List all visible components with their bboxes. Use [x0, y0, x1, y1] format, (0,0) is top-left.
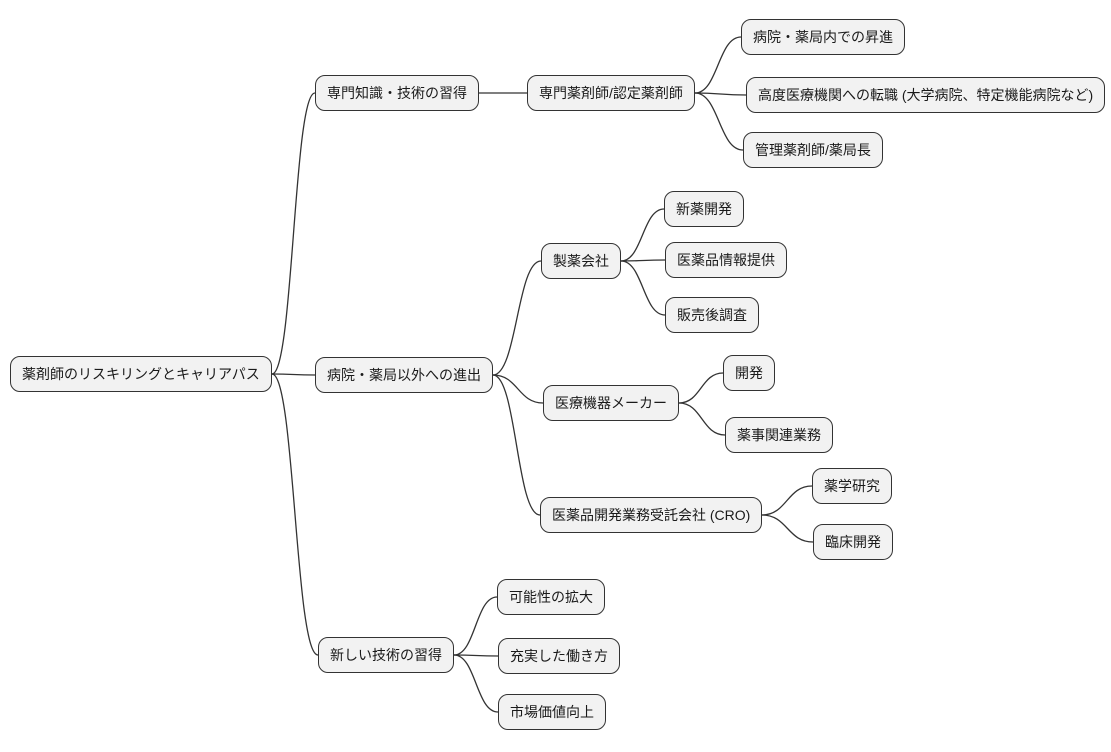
node-branch-new-technology: 新しい技術の習得 [318, 637, 454, 673]
node-transfer-to-advanced-medical-institution: 高度医療機関への転職 (大学病院、特定機能病院など) [746, 77, 1106, 113]
node-drug-information-provision: 医薬品情報提供 [665, 242, 787, 278]
edge-b2c1-b2c1l1 [620, 208, 665, 262]
edge-b2c2-b2c2l2 [678, 402, 726, 436]
edge-b2c1-b2c1l3 [620, 260, 666, 316]
edge-b3-b3l3 [453, 654, 499, 713]
edge-b2c3-b2c3l1 [761, 485, 813, 516]
edge-root-b3 [271, 373, 319, 656]
node-clinical-development: 臨床開発 [813, 524, 893, 560]
node-new-drug-development: 新薬開発 [664, 191, 744, 227]
edge-b2c2-b2c2l1 [678, 372, 724, 404]
node-increased-market-value: 市場価値向上 [498, 694, 606, 730]
node-branch-beyond-hospital-pharmacy: 病院・薬局以外への進出 [315, 357, 493, 393]
edge-b2-b2c3 [492, 374, 541, 516]
node-fulfilling-work-style: 充実した働き方 [498, 638, 620, 674]
node-development: 開発 [723, 355, 775, 391]
edge-b2-b2c1 [492, 260, 542, 376]
node-pharmaceutical-research: 薬学研究 [812, 468, 892, 504]
edge-b3-b3l1 [453, 596, 498, 656]
edge-b2c3-b2c3l2 [761, 514, 814, 543]
edge-root-b1 [271, 92, 316, 375]
node-root-career-path: 薬剤師のリスキリングとキャリアパス [10, 356, 272, 392]
node-promotion-within-hospital-pharmacy: 病院・薬局内での昇進 [741, 19, 905, 55]
node-expanded-possibilities: 可能性の拡大 [497, 579, 605, 615]
edge-b1c1-b1c1l2 [694, 92, 747, 96]
node-pharmaceutical-company: 製薬会社 [541, 243, 621, 279]
edge-b2c1-b2c1l2 [620, 259, 666, 262]
edge-b3-b3l2 [453, 654, 499, 657]
node-certified-pharmacist: 専門薬剤師/認定薬剤師 [527, 75, 695, 111]
edge-root-b2 [271, 373, 316, 376]
edge-b1c1-b1c1l3 [694, 92, 744, 151]
node-cro: 医薬品開発業務受託会社 (CRO) [540, 497, 763, 533]
node-managing-pharmacist: 管理薬剤師/薬局長 [743, 132, 883, 168]
node-regulatory-affairs: 薬事関連業務 [725, 417, 833, 453]
edge-b1c1-b1c1l1 [694, 36, 742, 94]
edge-b2-b2c2 [492, 374, 544, 404]
node-post-marketing-surveillance: 販売後調査 [665, 297, 759, 333]
node-medical-device-maker: 医療機器メーカー [543, 385, 679, 421]
node-branch-specialized-knowledge: 専門知識・技術の習得 [315, 75, 479, 111]
